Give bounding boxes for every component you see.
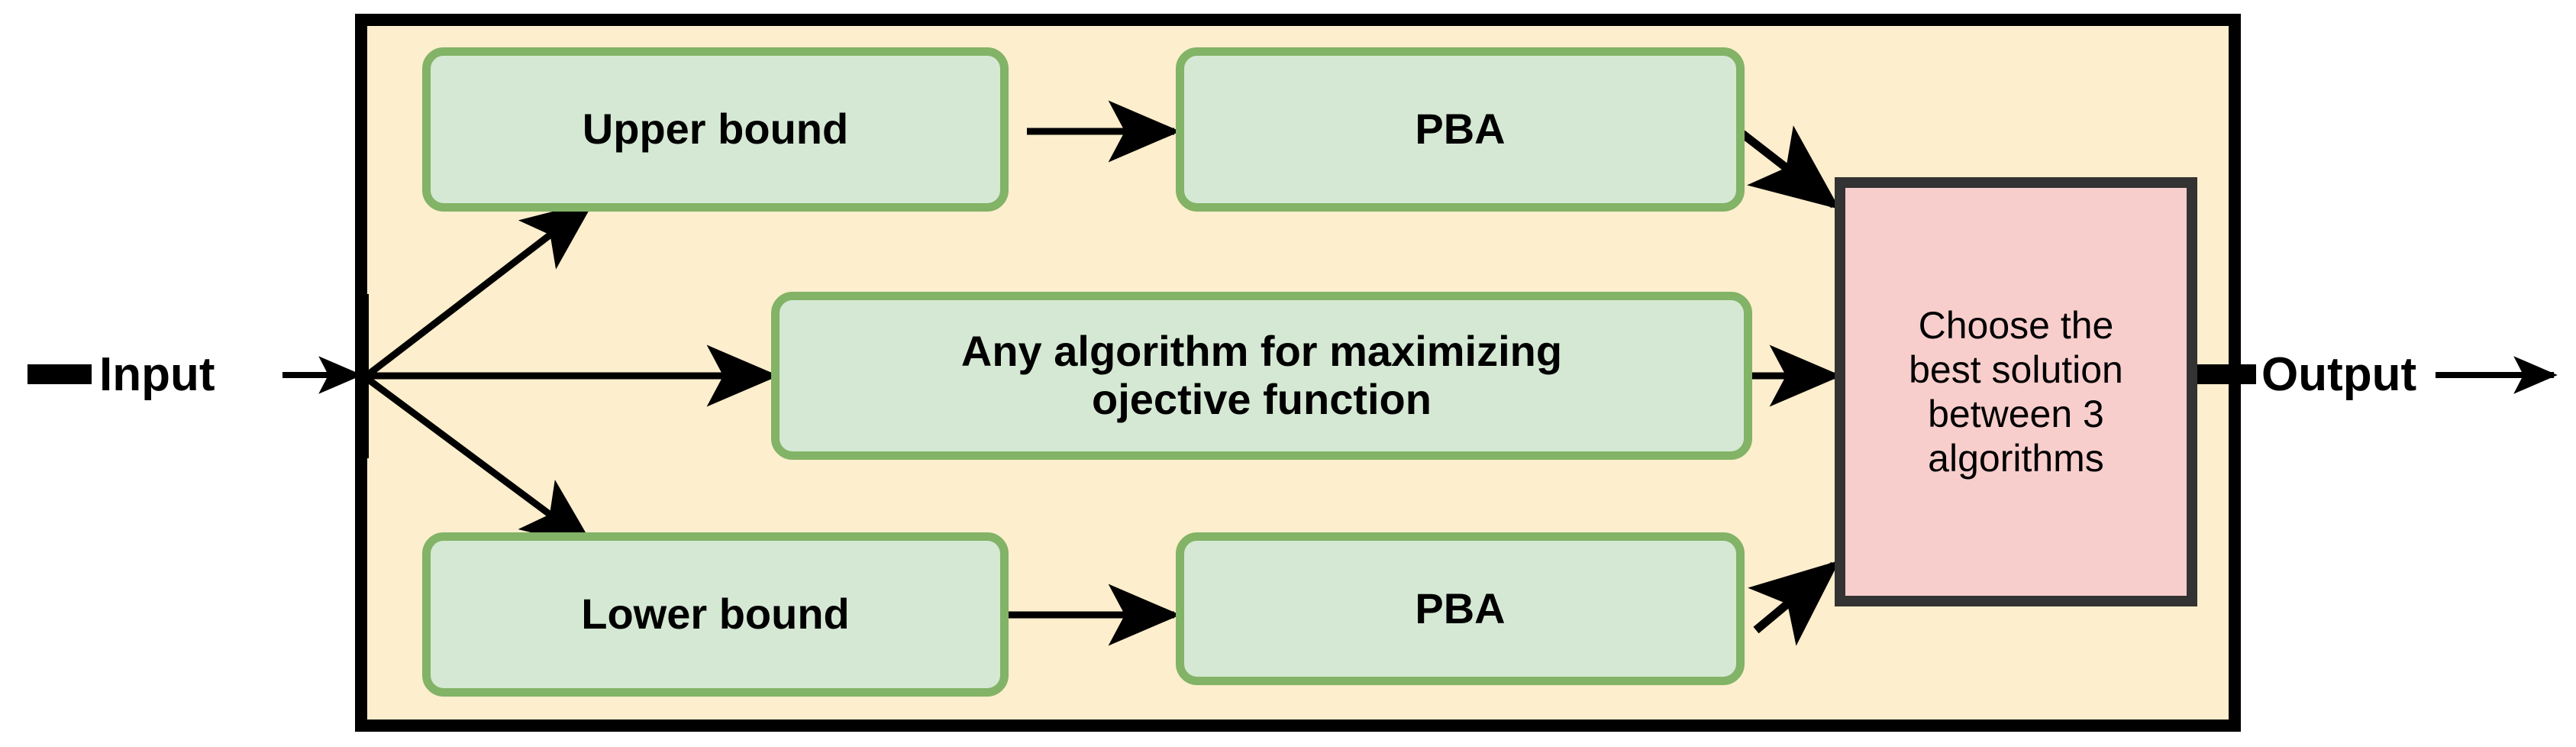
node-pba-top-label: PBA (1415, 105, 1506, 154)
node-pba-top[interactable]: PBA (1176, 47, 1745, 212)
node-lower-bound-label: Lower bound (581, 590, 850, 639)
input-label-text: Input (99, 348, 215, 401)
node-upper-bound-label: Upper bound (582, 105, 849, 154)
node-lower-bound[interactable]: Lower bound (422, 532, 1009, 697)
node-upper-bound[interactable]: Upper bound (422, 47, 1009, 212)
node-pba-bottom-label: PBA (1415, 584, 1506, 632)
edge-input-to-lower-bound (364, 375, 595, 548)
node-chooser-label: Choose the best solution between 3 algor… (1909, 304, 2123, 480)
node-pba-bottom[interactable]: PBA (1176, 532, 1745, 685)
edge-pba-bottom-to-chooser (1748, 560, 1840, 646)
node-middle-algorithm-label: Any algorithm for maximizing ojective fu… (960, 327, 1563, 423)
input-label: Input (99, 348, 215, 402)
edge-pba-top-to-chooser (1739, 125, 1840, 210)
node-chooser[interactable]: Choose the best solution between 3 algor… (1835, 177, 2197, 606)
output-label: Output (2261, 348, 2416, 402)
node-middle-algorithm[interactable]: Any algorithm for maximizing ojective fu… (771, 292, 1752, 460)
output-label-text: Output (2261, 348, 2417, 401)
edge-input-to-upper-bound (364, 201, 595, 379)
